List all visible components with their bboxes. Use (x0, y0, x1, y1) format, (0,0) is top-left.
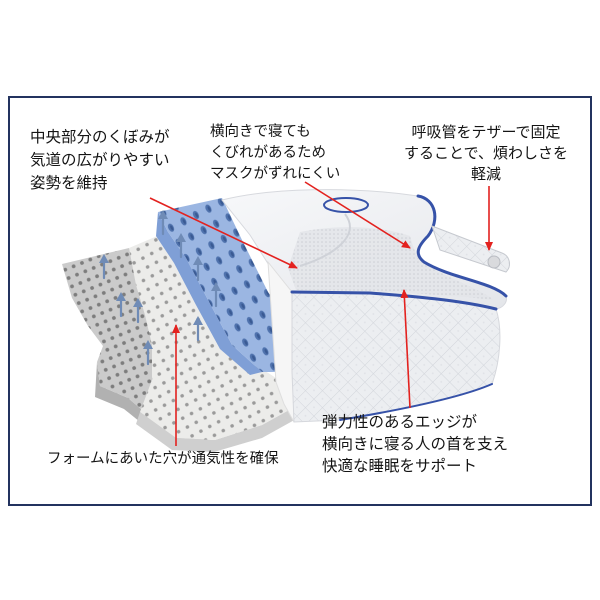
pillow-piping-notch (416, 194, 508, 298)
annotation-line: 横向きに寝る人の首を支え (322, 435, 509, 453)
pillow-center-recess (299, 213, 351, 267)
airflow-arrow (143, 340, 153, 366)
diagram-frame (8, 96, 592, 506)
annotation-line: くびれがあるため (210, 145, 326, 161)
airflow-arrow (176, 233, 186, 259)
airflow-arrow (193, 256, 203, 282)
pillow-piping-bottom (339, 383, 493, 421)
tether-strap-clip (487, 255, 501, 269)
callout-arrow-elastic-edge (400, 289, 411, 409)
airflow-arrow (158, 210, 168, 236)
annotation-side-sleep: 横向きで寝ても くびれがあるため マスクがずれにくい (210, 122, 340, 185)
annotation-line: 姿勢を維持 (30, 174, 108, 192)
airflow-arrows (99, 210, 221, 366)
annotation-line: 快適な睡眠をサポート (322, 457, 478, 475)
foam-layer-blue (156, 198, 292, 375)
airflow-arrow (133, 298, 143, 324)
annotation-line: 軽減 (470, 165, 501, 183)
annotation-tube-tether: 呼吸管をテザーで固定 することで、煩わしさを 軽減 (400, 122, 572, 185)
annotation-line: 呼吸管をテザーで固定 (411, 123, 561, 141)
annotation-line: 中央部分のくぼみが (30, 128, 170, 146)
pillow-left-face (267, 260, 295, 423)
annotation-line: 横向きで寝ても (210, 124, 311, 140)
annotation-line: フォームにあいた穴が通気性を確保 (47, 451, 279, 467)
tether-strap (431, 225, 510, 273)
airflow-arrow (193, 316, 203, 342)
annotation-center-recess: 中央部分のくぼみが 気道の広がりやすい 姿勢を維持 (30, 126, 170, 195)
pillow-piping-front (290, 290, 498, 311)
annotation-line: 気道の広がりやすい (30, 151, 170, 169)
callout-arrow-side-sleep (304, 181, 411, 249)
callout-arrow-center-recess (149, 197, 298, 269)
foam-layer-blue-face (158, 198, 292, 372)
annotation-foam-holes: フォームにあいた穴が通気性を確保 (47, 449, 279, 469)
annotation-elastic-edge: 弾力性のあるエッジが 横向きに寝る人の首を支え 快適な睡眠をサポート (322, 411, 508, 477)
annotation-line: 弾力性のあるエッジが (322, 413, 478, 431)
annotation-line: することで、煩わしさを (404, 144, 568, 162)
brand-logo (323, 197, 369, 213)
airflow-arrow (99, 254, 109, 280)
airflow-arrow (211, 282, 221, 308)
pillow-front-quilted-edge (291, 291, 501, 423)
pillow-body (221, 189, 508, 423)
airflow-arrow (116, 292, 126, 318)
annotation-line: マスクがずれにくい (210, 166, 341, 182)
